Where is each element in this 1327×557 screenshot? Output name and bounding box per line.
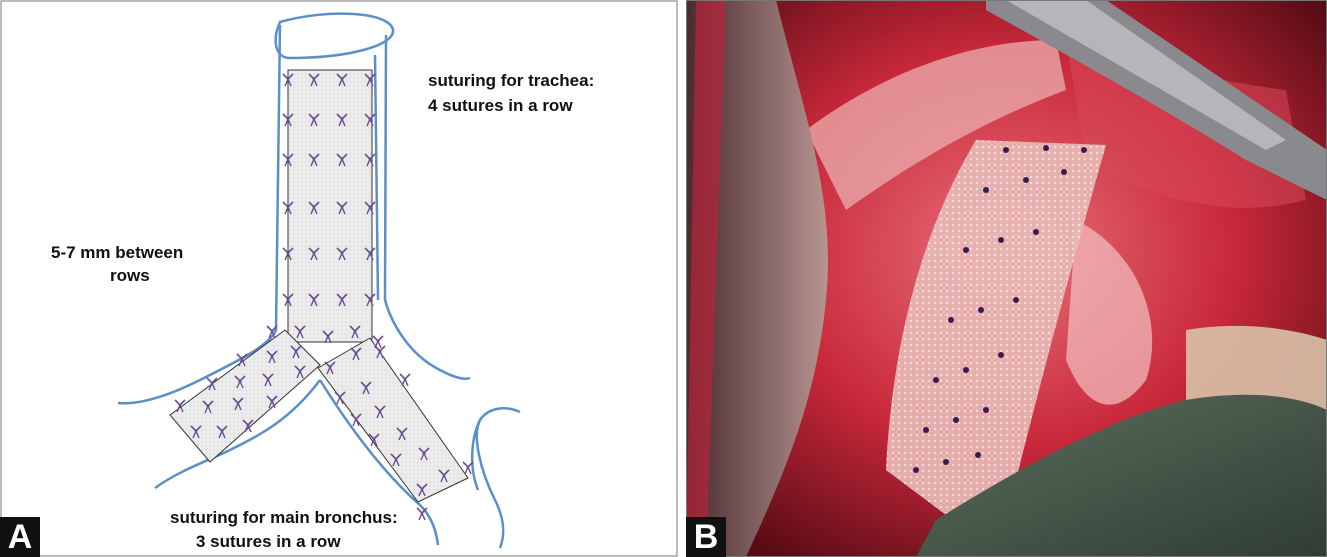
rows-label-line1: 5-7 mm between bbox=[51, 242, 183, 263]
trachea-patch bbox=[288, 70, 372, 342]
panel-b-badge: B bbox=[686, 517, 726, 557]
trachea-label-line2: 4 sutures in a row bbox=[428, 95, 573, 116]
panel-b-photo: B bbox=[686, 0, 1327, 557]
bronchus-label-line2: 3 sutures in a row bbox=[196, 531, 341, 552]
rows-label-line2: rows bbox=[110, 265, 150, 286]
bronchus-label-line1: suturing for main bronchus: bbox=[170, 507, 398, 528]
panel-a-badge: A bbox=[0, 517, 40, 557]
trachea-label-line1: suturing for trachea: bbox=[428, 70, 594, 91]
surgical-photo bbox=[686, 0, 1327, 557]
panel-a-diagram: suturing for trachea: 4 sutures in a row… bbox=[0, 0, 678, 557]
